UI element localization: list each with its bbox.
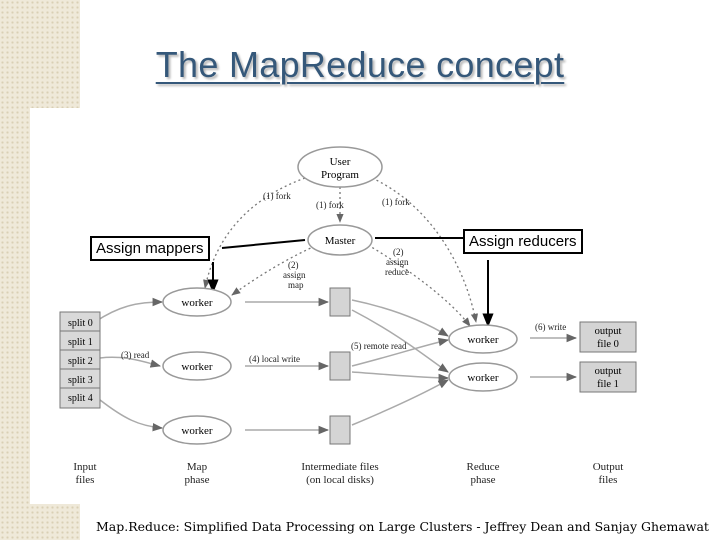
citation-caption: Map.Reduce: Simplified Data Processing o… [96,519,709,534]
phase-reduce-line1: Reduce [467,461,500,473]
worker-label: worker [181,297,212,309]
output-file-line1: output [595,326,622,337]
remote-read-edge-4 [351,371,450,383]
output-file-line2: file 0 [597,339,619,350]
worker-label: worker [467,334,498,346]
split-edge-top [94,297,164,323]
assign-mappers-callout: Assign mappers [90,236,210,261]
output-file-line2: file 1 [597,379,619,390]
read-label: (3) read [121,350,150,360]
edge-labels: (1) fork (1) fork (1) fork (2) assign ma… [121,191,566,364]
split-label: split 4 [68,393,93,404]
assign-reduce-label-3: reduce [385,267,409,277]
split-edge-bottom [94,395,164,432]
output-file-line1: output [595,366,622,377]
remote-read-label: (5) remote read [351,341,407,351]
intermediate-files [329,287,351,445]
phase-output-line2: files [599,474,618,486]
fork-label-right: (1) fork [382,197,410,207]
reduce-worker-2: worker [448,362,518,392]
split-label: split 3 [68,375,93,386]
user-program-line2: Program [321,169,359,181]
user-program-node: User Program [297,146,383,188]
input-splits: split 0 split 1 split 2 split 3 split 4 [59,311,101,409]
worker-label: worker [467,372,498,384]
fork-edge-left [203,177,306,289]
remote-read-edge-5 [351,309,449,373]
assign-map-label-2: assign [283,270,306,280]
intermediate-file-1 [329,287,351,317]
local-write-label: (4) local write [249,354,300,364]
output-file-1: output file 1 [579,361,637,393]
worker-label: worker [181,425,212,437]
map-worker-1: worker [162,287,232,317]
fork-label-left: (1) fork [263,191,291,201]
worker-label: worker [181,361,212,373]
map-worker-2: worker [162,351,232,381]
split-label: split 1 [68,337,93,348]
split-label: split 0 [68,318,93,329]
page-title: The MapReduce concept [155,44,565,85]
assign-reduce-edge [367,244,471,327]
remote-read-edge-3 [351,379,449,426]
assign-reduce-label-1: (2) [393,247,404,257]
phase-labels: Input files Map phase Intermediate files… [73,461,623,486]
control-edges [203,177,479,327]
map-worker-3: worker [162,415,232,445]
phase-map-line2: phase [184,474,209,486]
remote-read-edge-1 [351,299,449,337]
callout-lines [207,237,494,328]
user-program-line1: User [330,156,351,168]
split-label: split 2 [68,356,93,367]
fork-label-master: (1) fork [316,200,344,210]
assign-map-edge [231,245,316,296]
phase-intermediate-line1: Intermediate files [301,461,378,473]
assign-map-label-3: map [288,280,304,290]
assign-reduce-label-2: assign [386,257,409,267]
intermediate-file-3 [329,415,351,445]
phase-input-line1: Input [73,461,96,473]
intermediate-file-2 [329,351,351,381]
phase-map-line1: Map [187,461,208,473]
write-label: (6) write [535,322,566,332]
left-callout-line [221,239,306,249]
read-edge [99,356,162,368]
master-label: Master [325,235,356,247]
reduce-worker-1: worker [448,324,518,354]
assign-reducers-callout: Assign reducers [463,229,583,254]
remote-read-edge-2 [351,337,450,367]
assign-map-label-1: (2) [288,260,299,270]
phase-reduce-line2: phase [470,474,495,486]
master-node: Master [307,224,373,256]
output-file-0: output file 0 [579,321,637,353]
phase-output-line1: Output [593,461,624,473]
phase-input-line2: files [76,474,95,486]
data-edges [94,297,578,435]
phase-intermediate-line2: (on local disks) [306,474,374,486]
title-background [80,0,720,105]
